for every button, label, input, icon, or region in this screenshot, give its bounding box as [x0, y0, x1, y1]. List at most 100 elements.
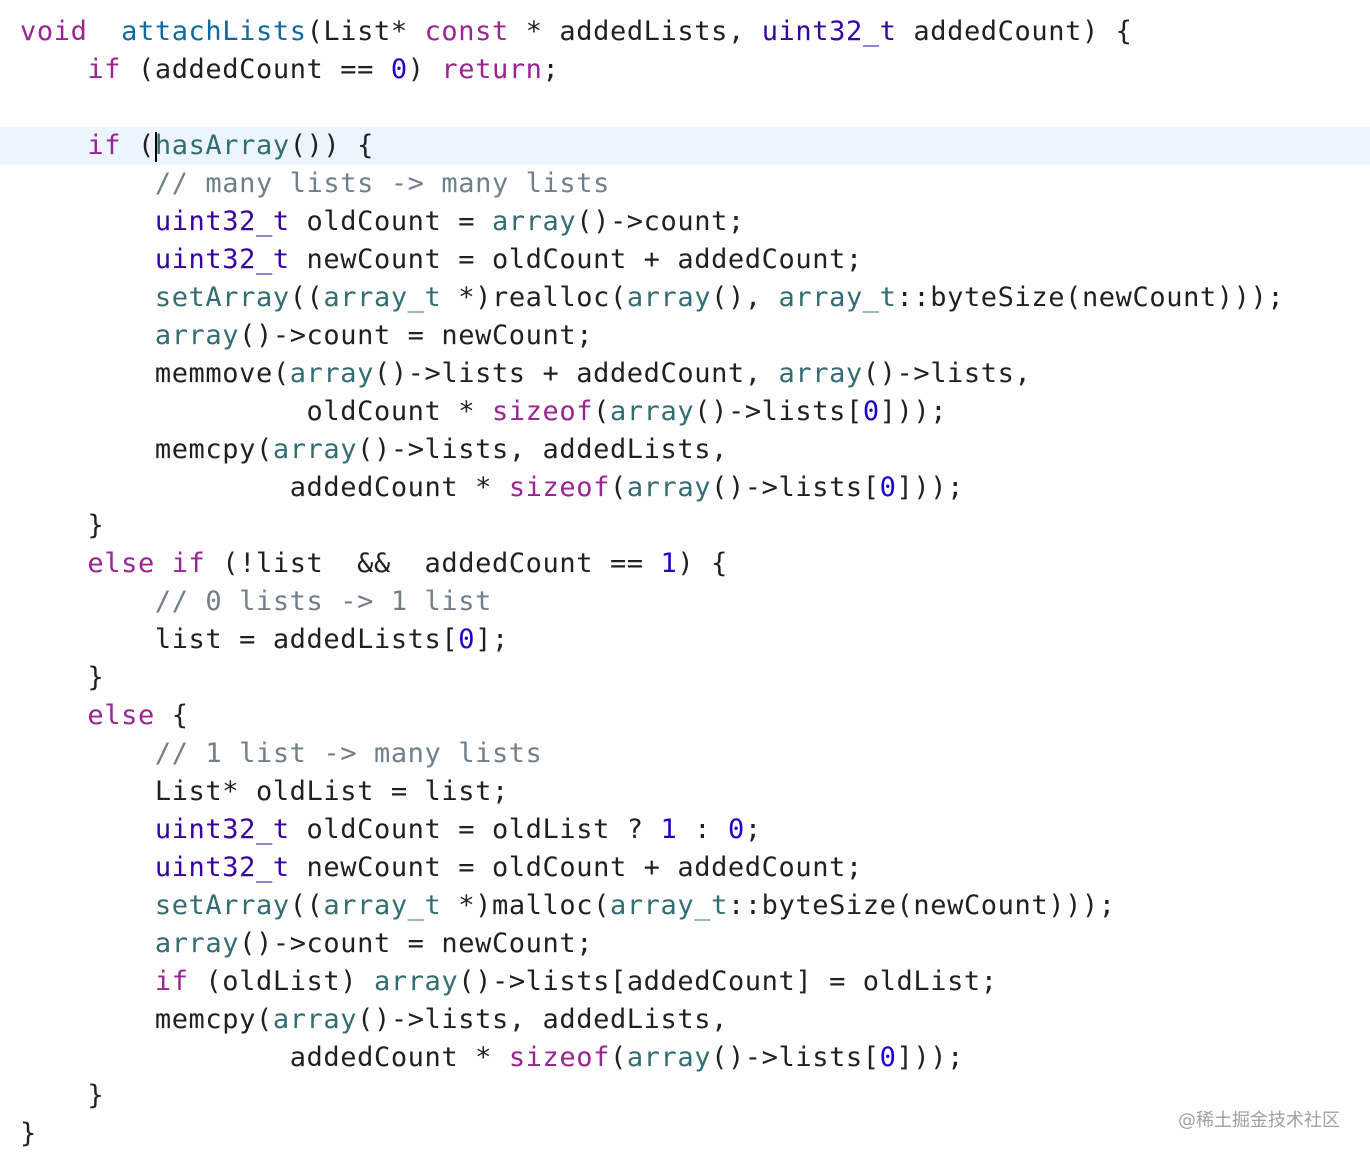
- code-line-text: addedCount * sizeof(array()->lists[0]));: [20, 1039, 964, 1077]
- code-token: 0: [458, 624, 476, 655]
- code-line[interactable]: memmove(array()->lists + addedCount, arr…: [0, 355, 1370, 393]
- code-line[interactable]: uint32_t newCount = oldCount + addedCoun…: [0, 241, 1370, 279]
- code-token: ()->lists[: [711, 472, 880, 503]
- code-token: *)realloc(: [441, 282, 627, 313]
- code-line[interactable]: // 0 lists -> 1 list: [0, 583, 1370, 621]
- code-token: }: [87, 510, 105, 541]
- code-token: 0: [390, 54, 408, 85]
- code-token: addedCount *: [289, 472, 509, 503]
- code-line[interactable]: memcpy(array()->lists, addedLists,: [0, 431, 1370, 469]
- code-line[interactable]: List* oldList = list;: [0, 773, 1370, 811]
- code-line[interactable]: memcpy(array()->lists, addedLists,: [0, 1001, 1370, 1039]
- code-line[interactable]: void attachLists(List* const * addedList…: [0, 13, 1370, 51]
- code-line[interactable]: [0, 89, 1370, 127]
- code-line[interactable]: }: [0, 1115, 1370, 1153]
- code-token: *)malloc(: [441, 890, 610, 921]
- code-line-text: setArray((array_t *)malloc(array_t::byte…: [20, 887, 1116, 925]
- code-line[interactable]: setArray((array_t *)realloc(array(), arr…: [0, 279, 1370, 317]
- code-token: ]));: [896, 1042, 964, 1073]
- code-token: memcpy(: [154, 1004, 273, 1035]
- code-token: addedCount *: [289, 1042, 509, 1073]
- code-line[interactable]: // many lists -> many lists: [0, 165, 1370, 203]
- code-token: // many lists -> many lists: [154, 168, 610, 199]
- code-token: // 1 list -> many lists: [154, 738, 543, 769]
- code-token: memcpy(: [154, 434, 273, 465]
- code-line[interactable]: if (oldList) array()->lists[addedCount] …: [0, 963, 1370, 1001]
- code-token: if: [154, 966, 189, 997]
- code-token: // 0 lists -> 1 list: [154, 586, 492, 617]
- code-token: newCount = oldCount + addedCount;: [289, 244, 863, 275]
- code-token: array: [373, 966, 459, 997]
- code-token: 0: [727, 814, 745, 845]
- code-token: 1: [660, 814, 678, 845]
- code-token: ()->lists + addedCount,: [373, 358, 779, 389]
- code-line[interactable]: addedCount * sizeof(array()->lists[0]));: [0, 1039, 1370, 1077]
- code-token: sizeof: [508, 1042, 610, 1073]
- code-line[interactable]: addedCount * sizeof(array()->lists[0]));: [0, 469, 1370, 507]
- code-token: uint32_t: [154, 244, 290, 275]
- code-token: 0: [879, 472, 897, 503]
- code-token: ()->lists[: [694, 396, 863, 427]
- code-token: const: [424, 16, 509, 47]
- code-token: sizeof: [508, 472, 610, 503]
- code-token: (addedCount ==: [121, 54, 391, 85]
- code-line-text: memcpy(array()->lists, addedLists,: [20, 1001, 728, 1039]
- code-token: ()->lists[: [711, 1042, 880, 1073]
- code-line[interactable]: uint32_t oldCount = array()->count;: [0, 203, 1370, 241]
- code-line[interactable]: uint32_t newCount = oldCount + addedCoun…: [0, 849, 1370, 887]
- code-token: * addedLists,: [508, 16, 762, 47]
- code-line[interactable]: else {: [0, 697, 1370, 735]
- code-line-text: else {: [20, 697, 189, 735]
- code-token: ) {: [677, 548, 728, 579]
- code-token: return: [441, 54, 543, 85]
- code-line[interactable]: uint32_t oldCount = oldList ? 1 : 0;: [0, 811, 1370, 849]
- code-token: else if: [87, 548, 206, 579]
- code-token: newCount = oldCount + addedCount;: [289, 852, 863, 883]
- code-line-text: // 1 list -> many lists: [20, 735, 543, 773]
- code-line-text: uint32_t oldCount = oldList ? 1 : 0;: [20, 811, 762, 849]
- code-token: ()->lists[addedCount] = oldList;: [458, 966, 998, 997]
- code-token: (oldList): [188, 966, 374, 997]
- code-token: }: [87, 662, 105, 693]
- code-line-text: }: [20, 507, 104, 545]
- code-token: array: [154, 320, 240, 351]
- code-line[interactable]: array()->count = newCount;: [0, 317, 1370, 355]
- code-line[interactable]: if (addedCount == 0) return;: [0, 51, 1370, 89]
- code-line-text: // 0 lists -> 1 list: [20, 583, 492, 621]
- code-token: ;: [542, 54, 560, 85]
- text-caret: [154, 131, 157, 162]
- code-token: (: [121, 130, 155, 161]
- code-line-text: if (hasArray()) {: [20, 127, 374, 165]
- code-line[interactable]: list = addedLists[0];: [0, 621, 1370, 659]
- code-token: array: [626, 1042, 712, 1073]
- code-token: array: [272, 434, 358, 465]
- code-line[interactable]: oldCount * sizeof(array()->lists[0]));: [0, 393, 1370, 431]
- code-token: array_t: [323, 890, 442, 921]
- code-line-text: if (addedCount == 0) return;: [20, 51, 559, 89]
- code-line[interactable]: // 1 list -> many lists: [0, 735, 1370, 773]
- code-token: (: [609, 472, 627, 503]
- code-token: ()->lists, addedLists,: [357, 434, 728, 465]
- code-line-text: list = addedLists[0];: [20, 621, 509, 659]
- code-token: else: [87, 700, 155, 731]
- code-line-text: array()->count = newCount;: [20, 925, 593, 963]
- code-token: array_t: [778, 282, 897, 313]
- code-line-text: }: [20, 659, 104, 697]
- code-token: (: [593, 396, 610, 427]
- code-token: addedCount) {: [896, 16, 1133, 47]
- code-line-text: memmove(array()->lists + addedCount, arr…: [20, 355, 1031, 393]
- code-line[interactable]: else if (!list && addedCount == 1) {: [0, 545, 1370, 583]
- code-line[interactable]: }: [0, 1077, 1370, 1115]
- code-token: 1: [660, 548, 678, 579]
- code-token: 0: [879, 1042, 897, 1073]
- code-line[interactable]: setArray((array_t *)malloc(array_t::byte…: [0, 887, 1370, 925]
- code-line-text: memcpy(array()->lists, addedLists,: [20, 431, 728, 469]
- code-line-text: array()->count = newCount;: [20, 317, 593, 355]
- code-line[interactable]: array()->count = newCount;: [0, 925, 1370, 963]
- code-line[interactable]: }: [0, 507, 1370, 545]
- code-token: oldCount = oldList ?: [289, 814, 661, 845]
- code-line[interactable]: }: [0, 659, 1370, 697]
- code-line-text: }: [20, 1115, 37, 1153]
- code-line[interactable]: if (hasArray()) {: [0, 127, 1370, 165]
